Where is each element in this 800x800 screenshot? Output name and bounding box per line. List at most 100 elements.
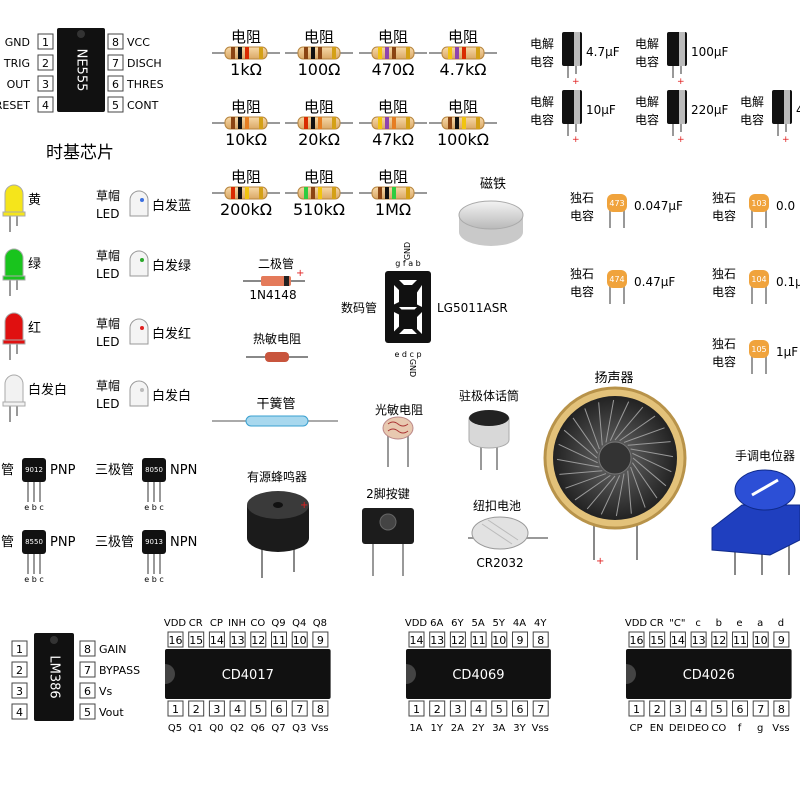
speaker-vane [619,415,656,442]
ne555-pin-name-4: RESET [0,99,30,112]
ne555-pin-5-num: 5 [112,99,119,112]
ceramic-body [749,270,769,288]
diode-band [284,276,289,286]
cd4026-bottom-label: DEI [669,723,686,734]
transistor-type: NPN [170,535,197,550]
magnet-title: 磁铁 [480,177,506,192]
seg-gnd-bottom: GND [408,359,417,377]
led-label: 绿 [28,257,41,272]
cd4017-top-label: Q9 [271,618,285,629]
lm386-label: LM386 [47,655,62,698]
cd4017-pin-3-box [208,700,225,717]
cd4069-pin-1-num: 1 [413,703,420,716]
cd4069-pin-7-num: 7 [537,703,544,716]
strawhat-label-2: LED [96,267,120,281]
speaker-vane [584,408,600,450]
resistor-band [462,117,466,129]
cd4026-pin-14-num: 14 [671,634,685,647]
cd4017-bottom-label: Q5 [168,723,182,734]
strawhat-label-1: 草帽 [96,316,120,331]
ceramic-value: 1μF [776,345,798,359]
speaker-vane [600,475,621,515]
ne555-pin-1-box [37,33,54,50]
resistor-band [455,47,459,59]
resistor-title: 电阻 [378,98,408,116]
resistor-band [462,47,466,59]
ne555-pin-3-box [37,75,54,92]
cd4017-pin-5-num: 5 [255,703,262,716]
strawhat-dome [129,318,149,345]
resistor-band [385,117,389,129]
speaker-vane [572,417,599,454]
ne555-pin-8-num: 8 [112,36,119,49]
cd4026-pin-5-box [711,700,728,717]
ne555-pin-7-box [107,54,124,71]
resistor-title: 电阻 [231,28,261,46]
ceramic-label-2: 电容 [570,208,594,223]
cd4069-pin-3-box [449,700,466,717]
mic-title: 驻极体话筒 [459,388,519,403]
strawhat-color-label: 白发蓝 [152,198,191,214]
cd4017-label: CD4017 [222,668,274,683]
cd4017-top-label: VDD [164,618,187,629]
cd4069-bottom-label: 2Y [472,723,485,734]
ne555-pin-4-box [37,96,54,113]
resistor-3: 电阻4.7kΩ [429,28,497,79]
photoresistor: 光敏电阻 [375,402,423,467]
cd4069-top-label: 4Y [534,618,547,629]
cd4069-bottom-label: 3A [492,723,505,734]
led-dome [4,312,24,343]
cd4026-pin-2-box [649,700,666,717]
resistor-value: 100kΩ [437,130,489,149]
ne555-pin-7-num: 7 [112,57,119,70]
cd4026-notch [626,664,636,684]
cd4026-bottom-label: CO [711,723,726,734]
resistor-band [311,187,315,199]
speaker-vane [632,457,667,487]
thermistor-body [265,352,289,362]
cd4026-top-label: c [695,618,701,629]
lm386-pin-name-8: GAIN [99,643,127,656]
electro-value: 4 [796,103,800,117]
ceramic-label-1: 独石 [570,267,594,281]
resistor-band [238,117,242,129]
seg-gnd-top: GND [403,242,412,260]
cd4017-body [165,649,331,699]
resistor-band [448,117,452,129]
ceramic-value: 0.047μF [634,199,683,213]
electro-label-1: 电解 [635,37,659,51]
ldr-body [382,416,414,440]
cd4017-top-label: CP [210,618,223,629]
lm386-pin-4-box [11,703,28,720]
electro-stripe [574,32,580,66]
resistor-title: 电阻 [378,28,408,46]
cd4026-pin-11-box [732,631,748,648]
cd4017-pin-8-box [312,700,329,717]
cd4026-pin-8-num: 8 [778,703,785,716]
ne555-notch [77,30,85,38]
cd4069-pin-1-box [408,700,425,717]
electro-label-2: 电容 [635,54,659,69]
speaker-vane [632,452,672,473]
ne555-pin-name-5: CONT [127,99,159,112]
electro-stripe [784,90,790,124]
ceramic-value: 0.0 [776,199,795,213]
lm386-pin-7-box [79,661,96,678]
cd4069-pin-7-box [532,700,549,717]
cd4069-pin-9-num: 9 [517,634,524,647]
ne555-caption: 时基芯片 [46,143,114,163]
cd4017-pin-4-box [229,700,246,717]
speaker-vane [563,429,598,459]
cd4026-pin-6-box [732,700,748,717]
lm386-pin-5-num: 5 [84,706,91,719]
strawhat-dome [129,250,149,277]
buzzer-hole [273,502,283,508]
lm386-pin-3-num: 3 [16,685,23,698]
coin-shine [481,519,519,545]
